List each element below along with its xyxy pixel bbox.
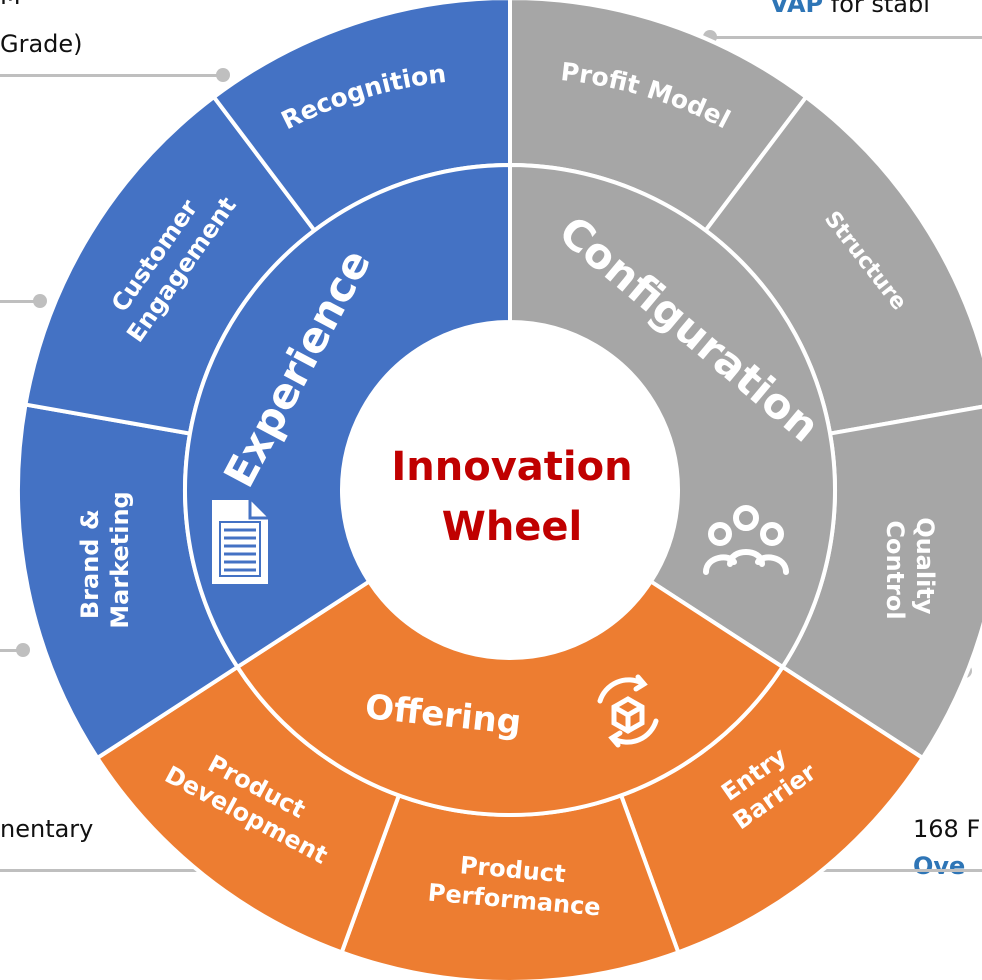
callout-top-left-fragment-1: M — [0, 0, 21, 11]
segment-quality-control-label: Quality Control — [881, 517, 939, 623]
hub-title-line1: Innovation — [391, 444, 632, 490]
segment-brand-marketing-label: Brand & Marketing — [76, 491, 134, 628]
leader-line-low-left — [0, 649, 22, 652]
leader-line-bottom-right — [806, 869, 982, 872]
people-icon — [703, 505, 789, 575]
callout-top-left-fragment-2: Grade) — [0, 30, 83, 58]
callout-bottom-left: nentary — [0, 815, 94, 843]
callout-bottom-right-line1: 168 F — [913, 815, 981, 843]
leader-dot-mid-left — [33, 294, 47, 308]
leader-line-top-left — [0, 74, 222, 77]
callout-bottom-right-bold: Ove — [913, 852, 966, 880]
callout-top-right-bold: VAP — [770, 0, 824, 18]
callout-top-right: VAP for stabi — [770, 0, 930, 19]
callout-top-right-text: for stabi — [830, 0, 930, 18]
leader-dot-top-left — [216, 68, 230, 82]
leader-dot-low-left — [16, 643, 30, 657]
box-cycle-icon — [597, 674, 659, 748]
leader-line-bottom-left — [0, 869, 224, 872]
outer-ring — [16, 0, 982, 980]
leader-line-mid-left — [0, 300, 40, 303]
hub-title-line2: Wheel — [442, 504, 583, 550]
document-icon — [212, 500, 268, 584]
hub-circle — [342, 322, 678, 658]
leader-line-top-right — [710, 36, 982, 39]
